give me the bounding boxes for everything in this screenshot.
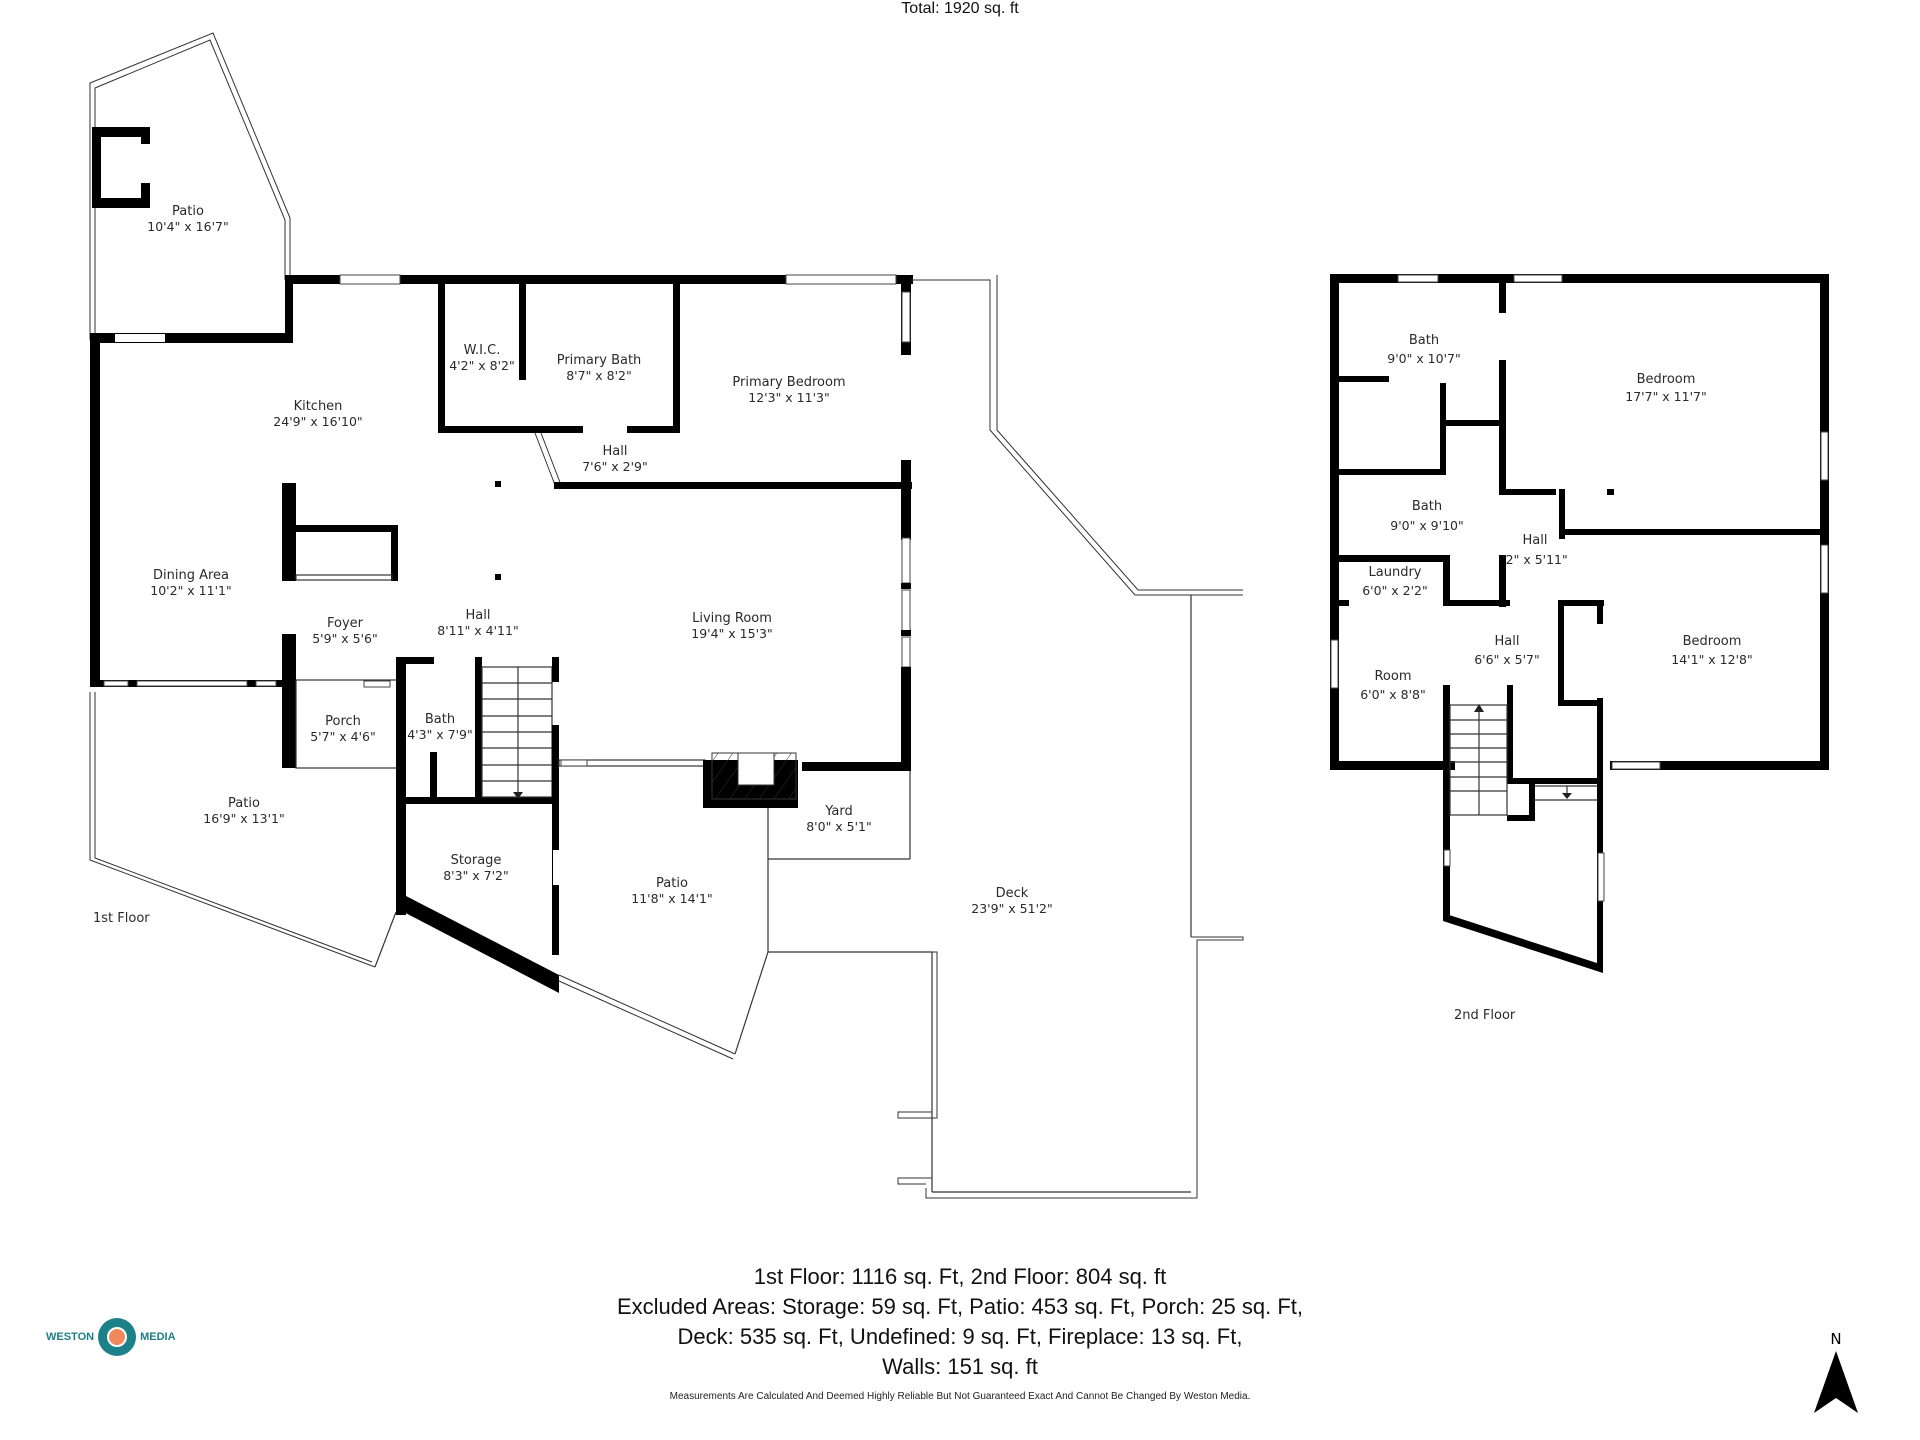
room-dims-kitchen: 24'9" x 16'10"	[273, 414, 362, 429]
room-dims-hall-small: '2" x 5'11"	[1502, 552, 1568, 567]
room-name-porch: Porch	[325, 714, 361, 729]
floor-label-first: 1st Floor	[93, 911, 150, 926]
deck-outline	[897, 275, 1244, 1199]
room-name-dining-area: Dining Area	[153, 568, 229, 583]
room-name-primary-bedroom: Primary Bedroom	[732, 375, 845, 390]
room-name-bedroom-bottom: Bedroom	[1683, 634, 1742, 649]
first-floor	[89, 32, 1244, 1199]
logo-text-right: MEDIA	[140, 1331, 176, 1343]
room-dims-primary-bedroom: 12'3" x 11'3"	[748, 390, 829, 405]
room-name-wic: W.I.C.	[464, 343, 501, 358]
stairs-second-floor	[1449, 704, 1597, 816]
room-dims-hall-upper: 7'6" x 2'9"	[582, 459, 648, 474]
room-dims-primary-bath: 8'7" x 8'2"	[566, 368, 632, 383]
total-area: Total: 1920 sq. ft	[901, 0, 1019, 17]
room-name-patio-top: Patio	[172, 204, 204, 219]
weston-media-logo: WESTON MEDIA	[46, 1318, 176, 1356]
room-name-laundry: Laundry	[1369, 565, 1422, 580]
excluded-areas-line-1: Excluded Areas: Storage: 59 sq. Ft, Pati…	[616, 1294, 1304, 1319]
stairs-first-floor	[481, 666, 553, 799]
room-dims-deck: 23'9" x 51'2"	[971, 901, 1052, 916]
room-dims-bedroom-top: 17'7" x 11'7"	[1625, 389, 1706, 404]
room-dims-porch: 5'7" x 4'6"	[310, 729, 376, 744]
room-dims-foyer: 5'9" x 5'6"	[312, 631, 378, 646]
room-name-bedroom-top: Bedroom	[1637, 372, 1696, 387]
room-dims-bedroom-bottom: 14'1" x 12'8"	[1671, 652, 1752, 667]
floor-areas-line: 1st Floor: 1116 sq. Ft, 2nd Floor: 804 s…	[753, 1264, 1167, 1289]
room-name-hall: Hall	[1495, 634, 1520, 649]
second-floor-labels: Bath 9'0" x 10'7" Bedroom 17'7" x 11'7" …	[1360, 333, 1752, 1023]
room-dims-storage: 8'3" x 7'2"	[443, 868, 509, 883]
north-label: N	[1830, 1330, 1842, 1348]
room-dims-bath-mid: 9'0" x 9'10"	[1390, 518, 1463, 533]
room-name-room: Room	[1374, 669, 1411, 684]
room-dims-dining-area: 10'2" x 11'1"	[150, 583, 231, 598]
room-name-kitchen: Kitchen	[294, 399, 343, 414]
room-name-patio-mid: Patio	[656, 876, 688, 891]
fireplace	[703, 752, 798, 808]
room-name-foyer: Foyer	[327, 616, 364, 631]
room-dims-hall: 6'6" x 5'7"	[1474, 652, 1540, 667]
first-floor-labels: Patio 10'4" x 16'7" Kitchen 24'9" x 16'1…	[93, 204, 1053, 926]
room-name-primary-bath: Primary Bath	[557, 353, 642, 368]
logo-text-left: WESTON	[46, 1331, 95, 1343]
room-dims-bath-top: 9'0" x 10'7"	[1387, 351, 1460, 366]
walls-area-line: Walls: 151 sq. ft	[882, 1354, 1038, 1379]
room-name-bath-top: Bath	[1409, 333, 1439, 348]
north-arrow-icon	[1814, 1351, 1858, 1413]
room-name-storage: Storage	[451, 853, 502, 868]
compass: N	[1806, 1330, 1866, 1425]
measurement-disclaimer: Measurements Are Calculated And Deemed H…	[669, 1391, 1251, 1402]
room-dims-hall-main: 8'11" x 4'11"	[437, 623, 518, 638]
room-dims-room: 6'0" x 8'8"	[1360, 687, 1426, 702]
room-dims-wic: 4'2" x 8'2"	[449, 358, 515, 373]
room-name-hall-upper: Hall	[603, 444, 628, 459]
room-name-yard: Yard	[824, 804, 853, 819]
room-dims-laundry: 6'0" x 2'2"	[1362, 583, 1428, 598]
room-name-hall-main: Hall	[466, 608, 491, 623]
room-name-deck: Deck	[996, 886, 1029, 901]
room-name-patio-left: Patio	[228, 796, 260, 811]
room-name-bath: Bath	[425, 712, 455, 727]
aperture-icon	[98, 1318, 137, 1356]
room-dims-patio-top: 10'4" x 16'7"	[147, 219, 228, 234]
second-floor	[1330, 274, 1829, 973]
room-dims-patio-mid: 11'8" x 14'1"	[631, 891, 712, 906]
room-name-living-room: Living Room	[692, 611, 772, 626]
room-dims-patio-left: 16'9" x 13'1"	[203, 811, 284, 826]
area-summary: 1st Floor: 1116 sq. Ft, 2nd Floor: 804 s…	[560, 1262, 1360, 1382]
room-dims-yard: 8'0" x 5'1"	[806, 819, 872, 834]
floor-label-second: 2nd Floor	[1454, 1008, 1516, 1023]
excluded-areas-line-2: Deck: 535 sq. Ft, Undefined: 9 sq. Ft, F…	[677, 1324, 1243, 1349]
room-name-bath-mid: Bath	[1412, 499, 1442, 514]
room-dims-bath: 4'3" x 7'9"	[407, 727, 473, 742]
room-dims-living-room: 19'4" x 15'3"	[691, 626, 772, 641]
room-name-hall-small: Hall	[1523, 533, 1548, 548]
